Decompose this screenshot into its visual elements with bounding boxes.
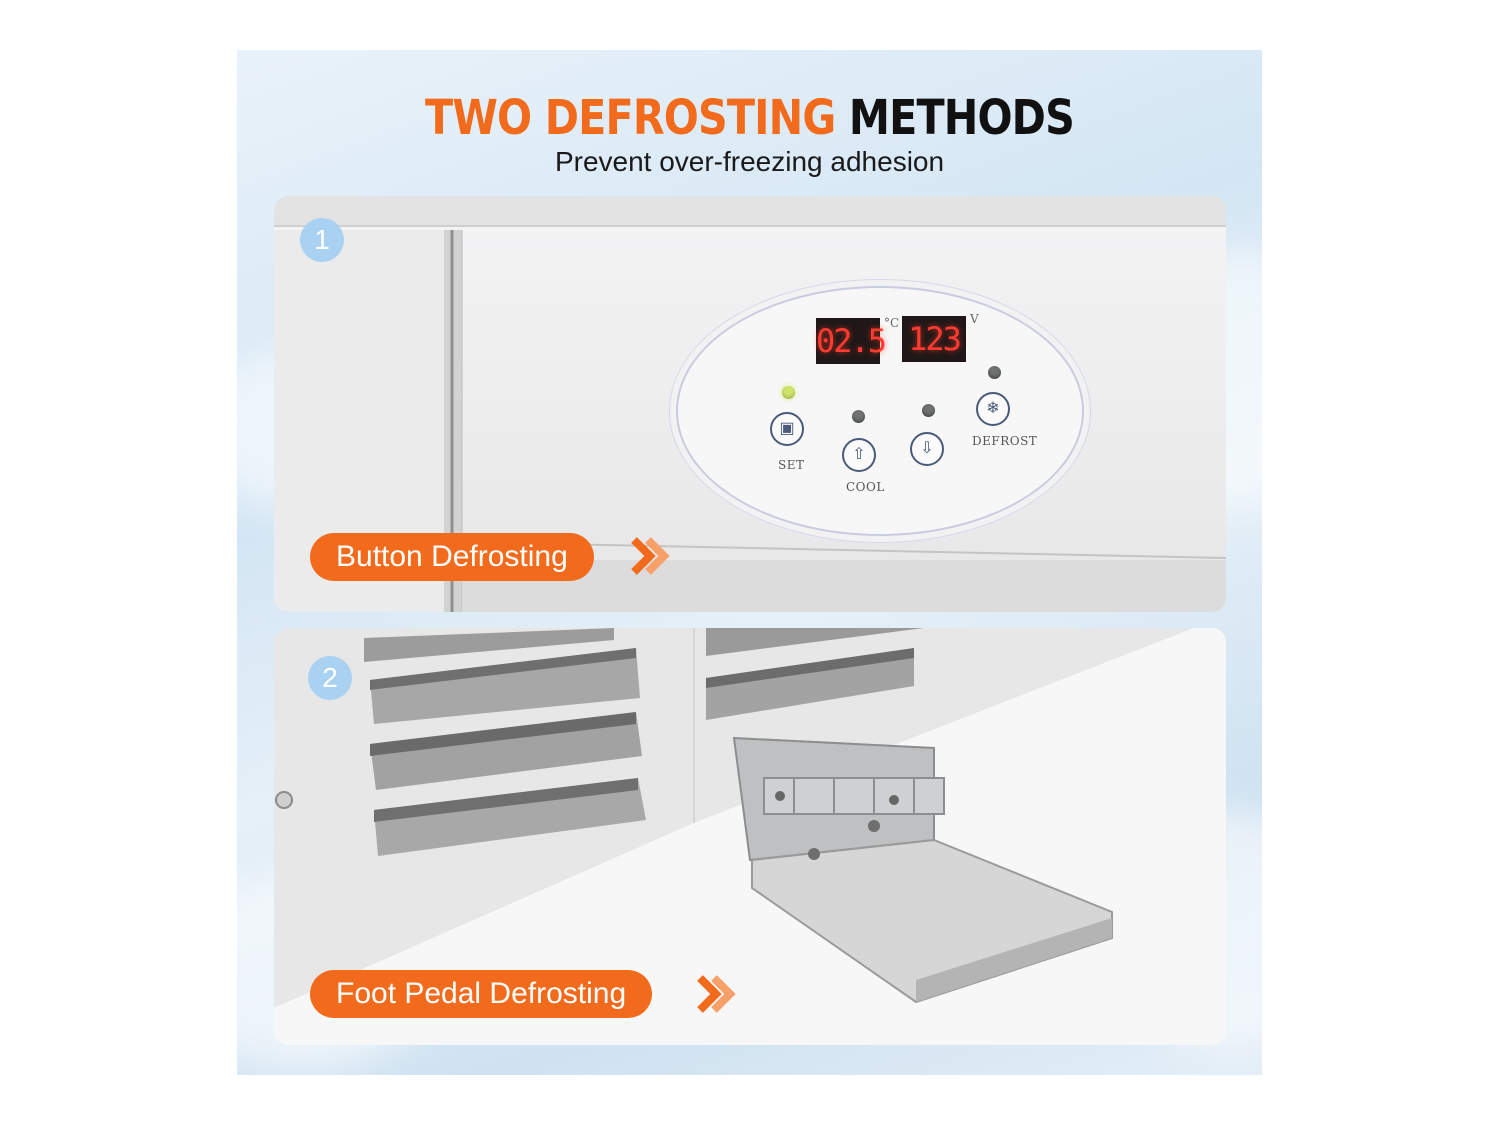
cool-up-button[interactable]: ⇧ [842, 438, 876, 472]
defrost-button[interactable]: ❄ [976, 392, 1010, 426]
defrost-icon: ❄ [986, 400, 1000, 417]
method-number-badge: 2 [308, 656, 352, 700]
arrow-down-icon: ⇩ [920, 440, 934, 457]
cool-indicator-led [852, 410, 865, 423]
arrow-up-icon: ⇧ [852, 446, 866, 463]
cool-button-label: COOL [846, 480, 885, 494]
down-button[interactable]: ⇩ [910, 432, 944, 466]
set-indicator-led [782, 386, 795, 399]
method-label-pill: Foot Pedal Defrosting [310, 970, 653, 1018]
control-panel: 02.5 °C 123 V ▣ SET ⇧ COOL ⇩ ❄ DEFROST [676, 286, 1084, 536]
headline: TWO DEFROSTING METHODS [309, 90, 1191, 146]
method-label-pill: Button Defrosting [310, 533, 594, 581]
set-button[interactable]: ▣ [770, 412, 804, 446]
defrost-indicator-led [988, 366, 1001, 379]
headline-orange: TWO DEFROSTING [425, 90, 836, 146]
set-icon: ▣ [779, 420, 795, 437]
method-1-panel: 1 02.5 °C 123 V ▣ SET ⇧ COOL ⇩ ❄ [274, 196, 1226, 612]
temperature-unit: °C [884, 316, 900, 330]
voltage-display: 123 [902, 316, 966, 362]
defrost-button-label: DEFROST [972, 434, 1038, 448]
chevron-right-icon [697, 975, 736, 1013]
down-indicator-led [922, 404, 935, 417]
headline-black: METHODS [848, 90, 1075, 146]
product-banner: TWO DEFROSTING METHODS Prevent over-free… [237, 50, 1262, 1075]
method-number-badge: 1 [300, 218, 344, 262]
method-2-panel: 2 Foot Pedal Defrosting [274, 628, 1226, 1045]
freezer-vent-pedal-illustration [274, 628, 1226, 1045]
chevron-right-icon [631, 537, 670, 575]
voltage-unit: V [970, 312, 979, 326]
set-button-label: SET [778, 458, 805, 472]
temperature-display: 02.5 [816, 318, 887, 364]
subheadline: Prevent over-freezing adhesion [554, 146, 945, 177]
